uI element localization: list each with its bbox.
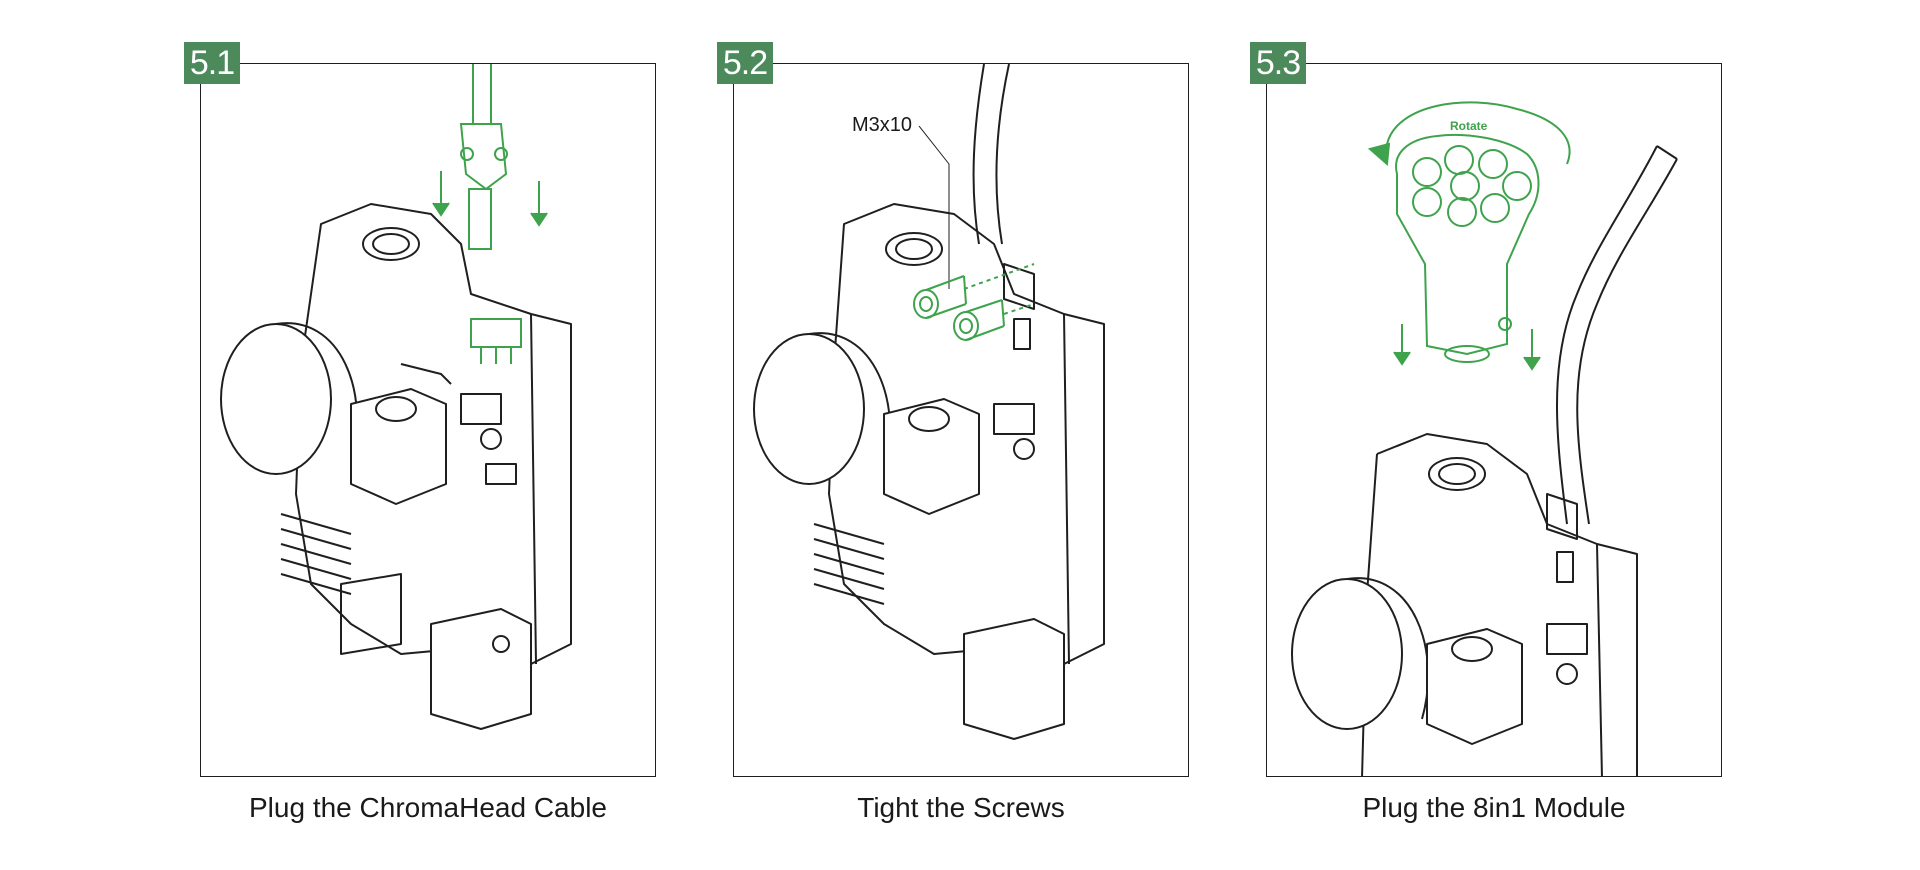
step-caption: Plug the ChromaHead Cable bbox=[249, 792, 607, 823]
step-panel-5-3: Rotate bbox=[1266, 63, 1722, 777]
step-badge: 5.1 bbox=[184, 42, 240, 84]
printhead-illustration bbox=[220, 64, 572, 730]
step-panel-5-2: M3x10 bbox=[733, 63, 1189, 777]
step-caption: Plug the 8in1 Module bbox=[1362, 792, 1626, 823]
step-badge: 5.3 bbox=[1250, 42, 1306, 84]
printhead-illustration bbox=[1291, 101, 1678, 776]
rotate-annotation: Rotate bbox=[1450, 119, 1488, 133]
printhead-illustration bbox=[753, 64, 1105, 740]
screw-callout-label: M3x10 bbox=[852, 114, 913, 136]
step-badge: 5.2 bbox=[717, 42, 773, 84]
step-caption: Tight the Screws bbox=[857, 792, 1065, 823]
step-panel-5-1 bbox=[200, 63, 656, 777]
